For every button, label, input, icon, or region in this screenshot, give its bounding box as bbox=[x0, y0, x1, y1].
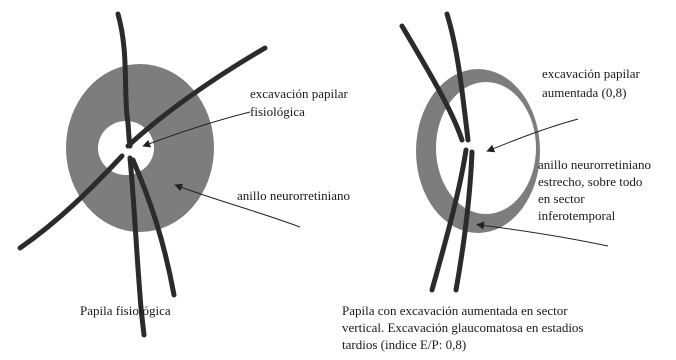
right-rim-label-line-1: anillo neurorretiniano bbox=[538, 157, 651, 172]
glaucomatous-papilla bbox=[402, 14, 608, 290]
right-rim-label-line-4: inferotemporal bbox=[538, 208, 615, 223]
right-cup-label-line-1: excavación papilar bbox=[542, 66, 640, 81]
physiological-papilla bbox=[20, 14, 300, 335]
left-caption: Papila fisiológica bbox=[80, 303, 171, 318]
left-rim-label: anillo neurorretiniano bbox=[237, 188, 350, 203]
right-caption-line-3: tardios (indice E/P: 0,8) bbox=[342, 337, 466, 352]
right-rim-label-line-2: estrecho, sobre todo bbox=[538, 174, 642, 189]
right-caption-line-1: Papila con excavación aumentada en secto… bbox=[342, 303, 568, 318]
left-cup-label-line-2: fisiológica bbox=[250, 104, 305, 119]
right-rim-arrow bbox=[480, 225, 608, 246]
right-optic-cup bbox=[436, 82, 536, 214]
left-cup-label-line-1: excavación papilar bbox=[250, 86, 348, 101]
right-cup-label-line-2: aumentada (0,8) bbox=[542, 85, 626, 100]
right-caption-line-2: vertical. Excavación glaucomatosa en est… bbox=[342, 320, 583, 335]
right-rim-label-line-3: en sector bbox=[538, 191, 585, 206]
